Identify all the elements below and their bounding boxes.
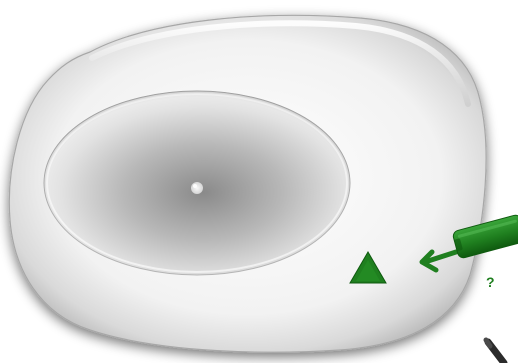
center-dot bbox=[191, 182, 203, 194]
question-mark-label: ? bbox=[486, 274, 495, 290]
